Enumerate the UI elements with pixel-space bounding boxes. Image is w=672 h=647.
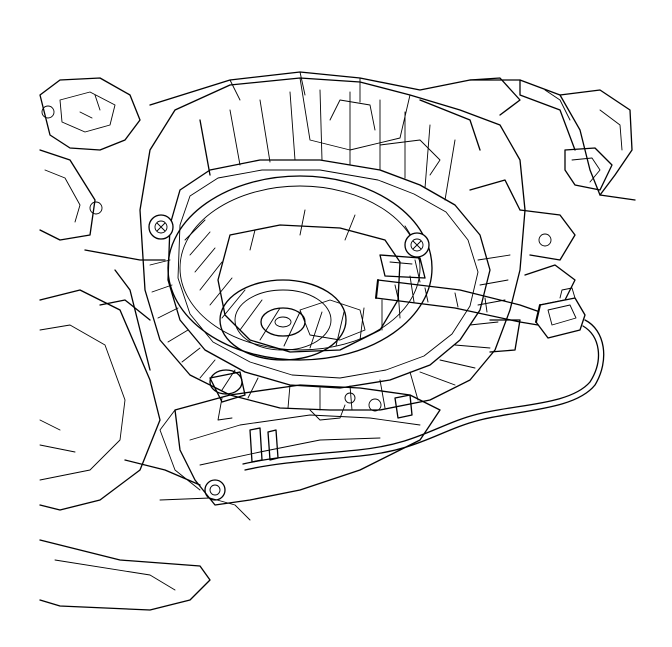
blower-mount-bracket [159,384,441,506]
blower-housing-icon [84,249,251,521]
wire-harness-icon [242,254,605,471]
blower-housing [139,77,526,411]
vehicle-structure [39,71,636,611]
electrical-connector-icon [535,287,586,339]
mounting-screw-icon [148,214,430,501]
blower-motor-icon [167,175,433,421]
